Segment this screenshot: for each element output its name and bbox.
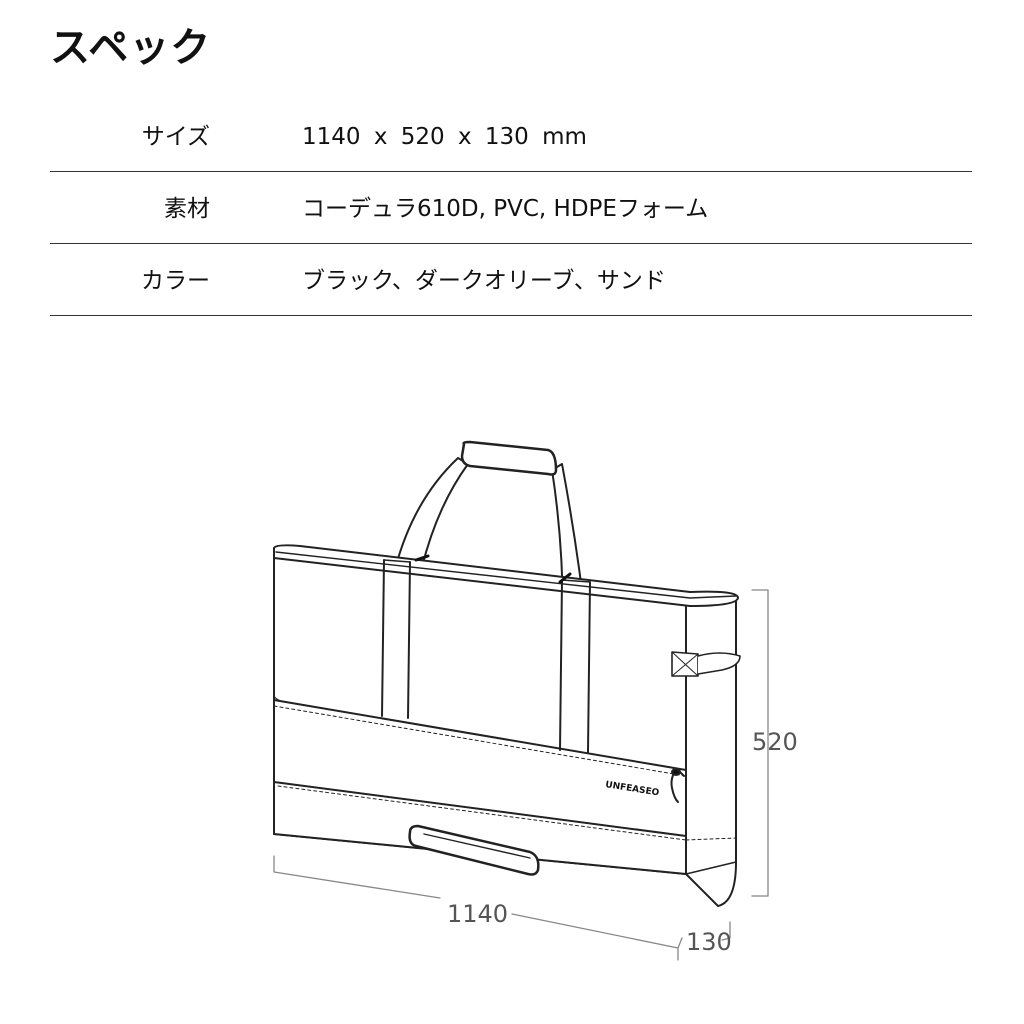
spec-label-size: サイズ <box>141 124 210 150</box>
spec-value-size: 1140 x 520 x 130 mm <box>302 124 587 150</box>
dimension-height-label: 520 <box>752 728 798 756</box>
dimension-lines <box>273 589 769 961</box>
spec-label-color: カラー <box>141 268 210 294</box>
dimension-width-label: 1140 <box>447 900 508 928</box>
spec-value-material: コーデュラ610D, PVC, HDPEフォーム <box>302 196 709 222</box>
spec-table: サイズ 1140 x 520 x 130 mm 素材 コーデュラ610D, PV… <box>50 100 972 316</box>
zipper-pull <box>670 768 681 803</box>
bottom-carry-handle <box>408 824 540 876</box>
spec-label-material: 素材 <box>164 196 210 222</box>
spec-row-color: カラー ブラック、ダークオリーブ、サンド <box>50 244 972 316</box>
front-pocket-seam <box>273 699 687 771</box>
bag-side-panel <box>685 595 737 907</box>
dimension-depth-label: 130 <box>686 928 732 956</box>
spec-value-color: ブラック、ダークオリーブ、サンド <box>302 268 666 294</box>
spec-row-size: サイズ 1140 x 520 x 130 mm <box>50 100 972 172</box>
spec-row-material: 素材 コーデュラ610D, PVC, HDPEフォーム <box>50 172 972 244</box>
page-title: スペック <box>50 25 212 71</box>
